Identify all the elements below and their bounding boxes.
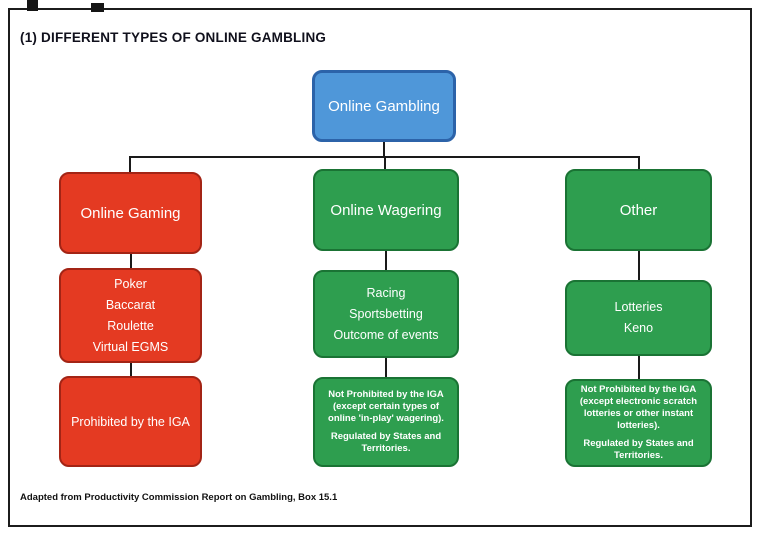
list-item: Sportsbetting: [349, 306, 423, 321]
list-item: Racing: [366, 285, 406, 300]
scan-artifact-mark: [27, 0, 38, 11]
connector-gaming-items: [130, 254, 132, 268]
list-item: Poker: [114, 276, 147, 291]
node-label: Online Gambling: [328, 97, 440, 115]
node-other: Other: [565, 169, 712, 251]
page-title: (1) DIFFERENT TYPES OF ONLINE GAMBLING: [20, 30, 327, 45]
connector-root-down: [383, 142, 385, 158]
list-item: Baccarat: [105, 297, 156, 312]
list-item: Virtual EGMS: [92, 339, 169, 354]
node-wagering-regulation: Not Prohibited by the IGA (except certai…: [313, 377, 459, 467]
node-other-items: Lotteries Keno: [565, 280, 712, 356]
connector-wagering-note: [385, 358, 387, 377]
node-online-wagering: Online Wagering: [313, 169, 459, 251]
connector-other-note: [638, 356, 640, 379]
note-paragraph: Regulated by States and Territories.: [583, 438, 694, 462]
connector-wagering-stub: [384, 156, 386, 169]
node-label: Other: [619, 201, 658, 219]
node-gaming-regulation: Prohibited by the IGA: [59, 376, 202, 467]
note-text: Prohibited by the IGA: [71, 414, 190, 429]
node-wagering-items: Racing Sportsbetting Outcome of events: [313, 270, 459, 358]
node-online-gaming: Online Gaming: [59, 172, 202, 254]
note-paragraph: Not Prohibited by the IGA (except electr…: [579, 383, 698, 431]
note-paragraph: Not Prohibited by the IGA (except certai…: [328, 388, 444, 424]
list-item: Outcome of events: [333, 327, 439, 342]
source-attribution: Adapted from Productivity Commission Rep…: [20, 492, 338, 503]
list-item: Roulette: [107, 318, 154, 333]
connector-gaming-stub: [129, 156, 131, 172]
connector-other-items: [638, 251, 640, 280]
node-label: Online Wagering: [330, 201, 442, 219]
node-gaming-items: Poker Baccarat Roulette Virtual EGMS: [59, 268, 202, 363]
node-online-gambling: Online Gambling: [312, 70, 456, 142]
list-item: Lotteries: [614, 300, 663, 314]
page-border-frame: (1) DIFFERENT TYPES OF ONLINE GAMBLING O…: [8, 8, 752, 527]
connector-gaming-note: [130, 363, 132, 376]
node-label: Online Gaming: [80, 204, 181, 222]
note-paragraph: Regulated by States and Territories.: [330, 431, 442, 455]
connector-wagering-items: [385, 251, 387, 270]
list-item: Keno: [623, 321, 654, 335]
connector-other-stub: [638, 156, 640, 169]
node-other-regulation: Not Prohibited by the IGA (except electr…: [565, 379, 712, 467]
scan-artifact-mark: [91, 3, 104, 12]
